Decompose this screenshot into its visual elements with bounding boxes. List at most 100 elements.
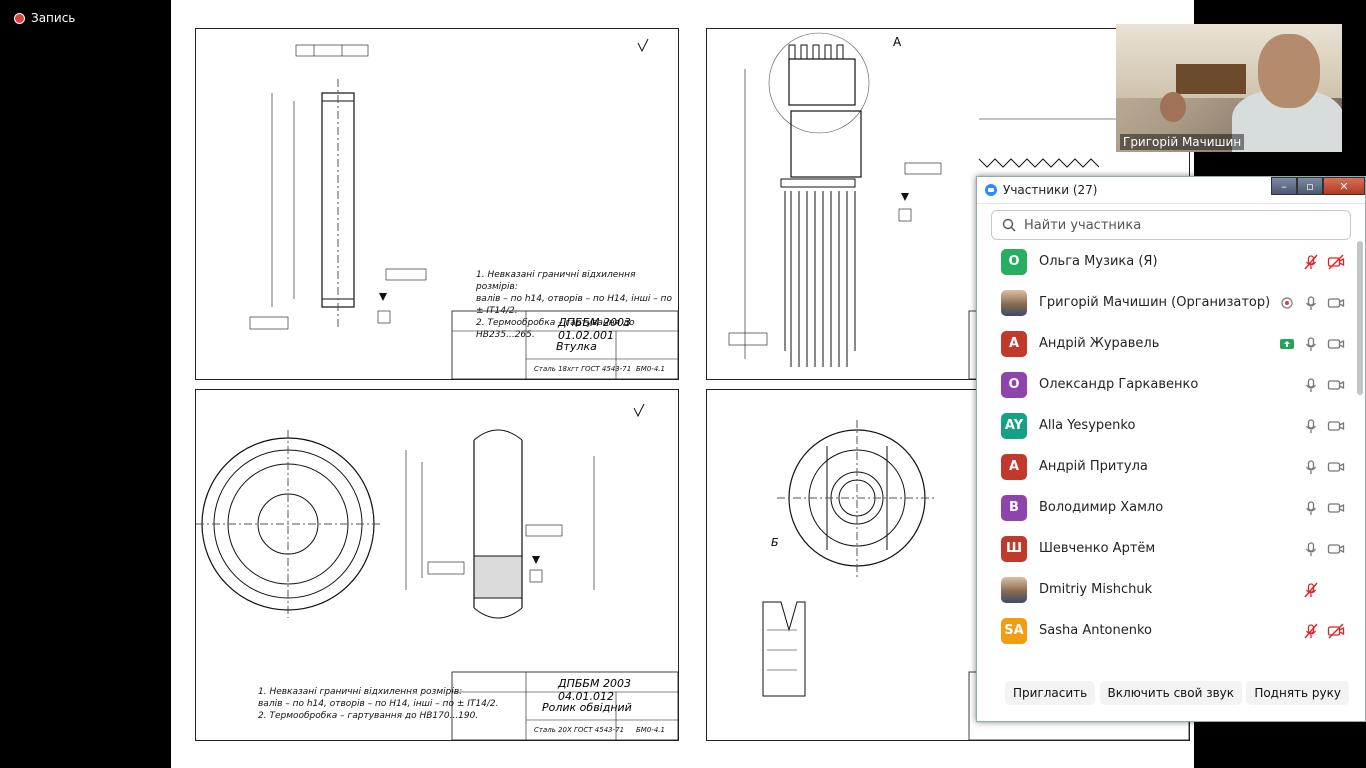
participant-row[interactable]: Ш Шевченко Артём <box>977 528 1355 569</box>
avatar: А <box>1001 453 1027 480</box>
participant-status-icons <box>1303 582 1345 598</box>
avatar <box>1001 289 1027 316</box>
participant-name: Володимир Хамло <box>1039 500 1164 515</box>
search-input[interactable] <box>1022 216 1326 234</box>
bushing-drawing <box>249 38 678 379</box>
unmute-button[interactable]: Включить свой звук <box>1099 681 1242 705</box>
drawing-code: ДПББМ 2003 04.01.012 <box>558 677 631 703</box>
part-name: Ролик обвідний <box>542 701 632 714</box>
mic-muted-icon[interactable] <box>1303 623 1319 639</box>
participant-status-icons <box>1303 418 1345 434</box>
material: Сталь 18хгт ГОСТ 4543-71 <box>534 365 632 373</box>
camera-placeholder <box>1327 582 1345 598</box>
participant-status-icons <box>1303 623 1345 639</box>
note-line: валів – по h14, отворів – по H14, інші –… <box>476 294 672 316</box>
drawing-sheet-1: 1. Невказані граничні відхилення розмірі… <box>195 28 679 380</box>
camera-icon <box>1327 541 1345 557</box>
mic-icon[interactable] <box>1303 295 1319 311</box>
search-box[interactable] <box>991 210 1351 240</box>
invite-button[interactable]: Пригласить <box>1005 681 1096 705</box>
mic-icon[interactable] <box>1303 541 1319 557</box>
participant-name: Олександр Гаркавенко <box>1039 377 1199 392</box>
participant-status-icons <box>1279 295 1345 311</box>
participant-row[interactable]: А Андрій Журавель <box>977 323 1355 364</box>
record-icon <box>14 12 25 24</box>
mic-icon[interactable] <box>1303 500 1319 516</box>
note-line: валів – по h14, отворів – по H14, інші –… <box>258 699 499 709</box>
material: Сталь 20Х ГОСТ 4543-71 <box>534 726 625 734</box>
note-line: 2. Термообробка – гартування до HB235...… <box>476 318 635 340</box>
participant-row[interactable]: О Олександр Гаркавенко <box>977 364 1355 405</box>
mic-icon[interactable] <box>1303 377 1319 393</box>
avatar: Ш <box>1001 535 1027 562</box>
avatar: SA <box>1001 617 1027 644</box>
drawing-sheet-3: 1. Невказані граничні відхилення розмірі… <box>195 389 679 741</box>
zoom-icon <box>985 184 997 196</box>
raise-hand-button[interactable]: Поднять руку <box>1246 681 1349 705</box>
participant-status-icons <box>1303 541 1345 557</box>
participant-name: Шевченко Артём <box>1039 541 1156 556</box>
participant-row[interactable]: Григорій Мачишин (Организатор) <box>977 282 1355 323</box>
participant-row[interactable]: AY Alla Yesypenko <box>977 405 1355 446</box>
avatar: О <box>1001 371 1027 398</box>
camera-icon <box>1327 336 1345 352</box>
minimize-button[interactable]: – <box>1271 177 1297 195</box>
participant-name: Dmitriy Mishchuk <box>1039 582 1153 597</box>
technical-notes: 1. Невказані граничні відхилення розмірі… <box>476 269 678 341</box>
camera-icon <box>1327 500 1345 516</box>
panel-title: Участники (27) <box>1003 183 1098 197</box>
mic-icon[interactable] <box>1303 459 1319 475</box>
pulley-section-drawing <box>762 420 1189 740</box>
participant-name: Андрій Притула <box>1039 459 1148 474</box>
panel-footer: Пригласить Включить свой звук Поднять ру… <box>977 681 1365 705</box>
avatar: О <box>1001 248 1027 275</box>
scrollbar-thumb[interactable] <box>1357 241 1363 395</box>
participant-name: Ольга Музика (Я) <box>1039 254 1158 269</box>
part-name: Втулка <box>556 340 597 353</box>
group-code: БМ0-4.1 <box>636 365 665 373</box>
technical-notes: 1. Невказані граничні відхилення розмірі… <box>258 686 498 722</box>
mic-muted-icon[interactable] <box>1303 254 1319 270</box>
recording-label: Запись <box>31 11 76 25</box>
camera-icon <box>1327 459 1345 475</box>
participant-status-icons <box>1303 377 1345 393</box>
maximize-button[interactable]: ▫ <box>1297 177 1323 195</box>
drawing-code: ДПББМ 2003 01.02.001 <box>558 316 631 342</box>
mic-icon[interactable] <box>1303 336 1319 352</box>
mic-icon[interactable] <box>1303 418 1319 434</box>
video-person <box>1160 92 1186 122</box>
note-line: 2. Термообробка – гартування до HB170...… <box>258 711 479 721</box>
video-background <box>1176 64 1246 94</box>
video-person <box>1258 34 1320 108</box>
idler-roller-drawing <box>196 403 678 740</box>
camera-off-icon <box>1327 623 1345 639</box>
scrollbar[interactable] <box>1357 241 1363 661</box>
camera-icon <box>1327 418 1345 434</box>
camera-icon <box>1327 377 1345 393</box>
participant-row[interactable]: В Володимир Хамло <box>977 487 1355 528</box>
participant-row[interactable]: О Ольга Музика (Я) <box>977 241 1355 282</box>
camera-icon <box>1327 295 1345 311</box>
note-line: 1. Невказані граничні відхилення розмірі… <box>476 270 636 292</box>
participant-status-icons <box>1303 254 1345 270</box>
participant-row[interactable]: А Андрій Притула <box>977 446 1355 487</box>
participant-status-icons <box>1279 336 1345 352</box>
search-icon <box>1002 218 1016 232</box>
recording-indicator[interactable]: Запись <box>14 11 75 25</box>
panel-titlebar[interactable]: Участники (27) – ▫ ✕ <box>977 177 1365 204</box>
participant-name: Alla Yesypenko <box>1039 418 1136 433</box>
avatar: А <box>1001 330 1027 357</box>
participant-name: Андрій Журавель <box>1039 336 1160 351</box>
group-code: БМ0-4.1 <box>636 726 665 734</box>
video-thumbnail[interactable]: Григорій Мачишин <box>1116 24 1342 152</box>
mic-muted-icon[interactable] <box>1303 582 1319 598</box>
window-controls: – ▫ ✕ <box>1271 177 1365 195</box>
participants-panel: Участники (27) – ▫ ✕ О Ольга Музика (Я) Гр… <box>976 176 1366 722</box>
avatar: AY <box>1001 412 1027 439</box>
participant-row[interactable]: Dmitriy Mishchuk <box>977 569 1355 610</box>
avatar: В <box>1001 494 1027 521</box>
participants-list[interactable]: О Ольга Музика (Я) Григорій Мачишин (Орган… <box>977 241 1355 661</box>
close-button[interactable]: ✕ <box>1323 177 1365 195</box>
avatar <box>1001 576 1027 603</box>
